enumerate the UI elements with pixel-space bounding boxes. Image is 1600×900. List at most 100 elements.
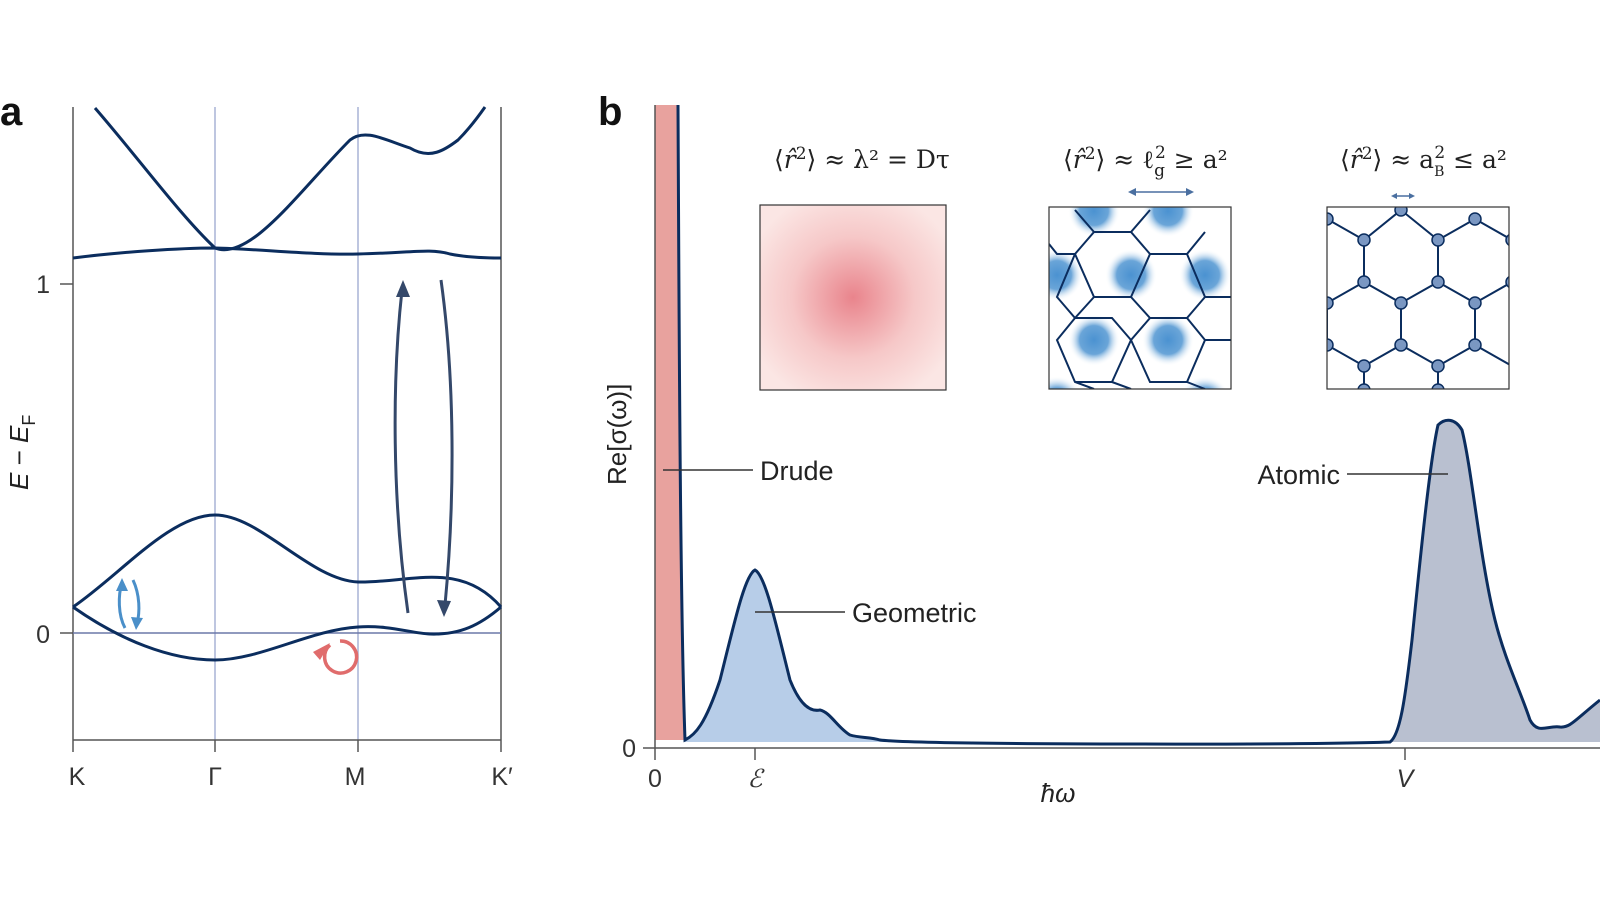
atom bbox=[1357, 233, 1371, 247]
atom bbox=[1394, 338, 1408, 352]
red-arrowhead-icon bbox=[313, 643, 330, 660]
valence-lower-band bbox=[72, 605, 502, 662]
eq2-sup2: 2 bbox=[1155, 143, 1166, 163]
atom bbox=[1327, 212, 1334, 226]
ytick-label-b0: 0 bbox=[622, 735, 636, 763]
wannier-blob bbox=[1105, 249, 1157, 301]
atomic-inset-frame bbox=[1326, 206, 1510, 390]
wannier-blob bbox=[1182, 376, 1228, 389]
eq3-r: r̂ bbox=[1350, 145, 1364, 174]
panel-b-label: b bbox=[598, 90, 622, 134]
x-axis-label-b: ħω bbox=[1041, 778, 1076, 808]
wannier-blob bbox=[1049, 376, 1080, 389]
drude-inset bbox=[759, 204, 947, 391]
red-circular-arrow bbox=[322, 639, 359, 675]
ell-g-right-arrowhead-icon bbox=[1186, 188, 1194, 196]
y-axis-label-b: Re[σ(ω)] bbox=[602, 384, 632, 485]
blue-arrowhead-up-icon bbox=[116, 578, 128, 591]
atom bbox=[1468, 338, 1482, 352]
ytick-label-1: 1 bbox=[36, 271, 50, 299]
panel-b: b 0 0 ℰ V ħω Re[σ(ω)] Drude Geometric At… bbox=[598, 90, 1600, 808]
y-axis-label-a: E − EF bbox=[4, 415, 39, 490]
geometric-equation: ⟨r̂2⟩ ≈ ℓg2 ≥ a² bbox=[1063, 143, 1228, 181]
geometric-label: Geometric bbox=[852, 598, 977, 628]
geometric-peak-fill bbox=[685, 570, 900, 742]
hexagon-lattice-lines bbox=[1049, 209, 1231, 389]
atom bbox=[1394, 296, 1408, 310]
drude-label: Drude bbox=[760, 456, 834, 486]
wannier-blob bbox=[1179, 249, 1231, 301]
atom bbox=[1431, 359, 1445, 373]
eq1-rest: ≈ λ² = Dτ bbox=[816, 145, 949, 174]
eq2-close: ⟩ bbox=[1096, 145, 1106, 174]
ylabel-e2: E bbox=[4, 425, 34, 443]
eq1-r: r̂ bbox=[784, 145, 798, 174]
ylabel-minus: − bbox=[4, 443, 34, 473]
eq3-sup: 2 bbox=[1362, 144, 1373, 164]
atom bbox=[1505, 275, 1509, 289]
a-b-right-arrowhead-icon bbox=[1409, 193, 1415, 199]
eq2-sup: 2 bbox=[1085, 144, 1096, 164]
xtick-label-m: M bbox=[345, 763, 366, 791]
eq3-mid: ≈ a bbox=[1382, 145, 1434, 174]
atom bbox=[1431, 275, 1445, 289]
atom bbox=[1327, 338, 1334, 352]
xtick-label-gamma: Γ bbox=[208, 763, 222, 791]
valence-upper-band bbox=[72, 513, 503, 609]
interband-arrowhead-up-icon bbox=[396, 280, 410, 297]
xtick-label-e: ℰ bbox=[747, 765, 765, 793]
eq2-r: r̂ bbox=[1073, 145, 1087, 174]
drude-equation: ⟨r̂2⟩ ≈ λ² = Dτ bbox=[774, 144, 950, 174]
eq1-close: ⟩ bbox=[807, 145, 817, 174]
wannier-blob bbox=[1142, 207, 1194, 237]
atomic-label: Atomic bbox=[1257, 460, 1340, 490]
atom bbox=[1468, 296, 1482, 310]
atomic-peak-fill bbox=[1390, 420, 1600, 742]
a-b-left-arrowhead-icon bbox=[1391, 193, 1397, 199]
wannier-blob bbox=[1068, 207, 1120, 237]
atom bbox=[1394, 207, 1408, 217]
eq1-open: ⟨ bbox=[774, 145, 784, 174]
atom bbox=[1505, 233, 1509, 247]
interband-arrow-up bbox=[393, 289, 410, 614]
atom bbox=[1468, 212, 1482, 226]
geometric-inset-frame bbox=[1048, 206, 1232, 390]
atom bbox=[1357, 359, 1371, 373]
atom-sites bbox=[1327, 207, 1509, 389]
xtick-label-kprime: K′ bbox=[491, 763, 513, 791]
eq3-close: ⟩ bbox=[1373, 145, 1383, 174]
conductivity-curve bbox=[676, 104, 1600, 746]
atom bbox=[1431, 383, 1445, 389]
blue-arrowhead-down-icon bbox=[131, 617, 143, 630]
atom bbox=[1357, 275, 1371, 289]
ytick-label-0: 0 bbox=[36, 621, 50, 649]
interband-arrow-down bbox=[439, 279, 454, 606]
xtick-label-0: 0 bbox=[648, 765, 662, 793]
ell-g-left-arrowhead-icon bbox=[1128, 188, 1136, 196]
panel-a-label: a bbox=[0, 90, 23, 134]
geometric-inset-content bbox=[1049, 207, 1231, 389]
eq3-rest: ≤ a² bbox=[1445, 145, 1507, 174]
atomic-inset-content bbox=[1327, 207, 1509, 389]
atom bbox=[1327, 296, 1334, 310]
wannier-blob bbox=[1068, 314, 1120, 366]
eq2-open: ⟨ bbox=[1063, 145, 1073, 174]
flat-upper-band bbox=[72, 246, 502, 260]
eq2-mid: ≈ ℓ bbox=[1105, 145, 1154, 174]
xtick-label-k: K bbox=[69, 763, 86, 791]
eq2-sub: g bbox=[1154, 161, 1165, 181]
interband-arrowhead-down-icon bbox=[437, 600, 451, 617]
eq3-sup2: 2 bbox=[1434, 143, 1445, 163]
dispersive-upper-band bbox=[93, 106, 487, 252]
eq3-sub: B bbox=[1434, 164, 1444, 180]
atomic-equation: ⟨r̂2⟩ ≈ aB2 ≤ a² bbox=[1340, 143, 1507, 180]
eq2-rest: ≥ a² bbox=[1166, 145, 1228, 174]
xtick-label-v: V bbox=[1397, 765, 1416, 793]
atom bbox=[1431, 233, 1445, 247]
panel-a: a 1 0 K Γ M K′ E − EF bbox=[0, 90, 513, 791]
atom bbox=[1357, 383, 1371, 389]
wannier-blob bbox=[1142, 314, 1194, 366]
eq1-sup: 2 bbox=[796, 144, 807, 164]
ylabel-sub-f: F bbox=[19, 415, 39, 426]
